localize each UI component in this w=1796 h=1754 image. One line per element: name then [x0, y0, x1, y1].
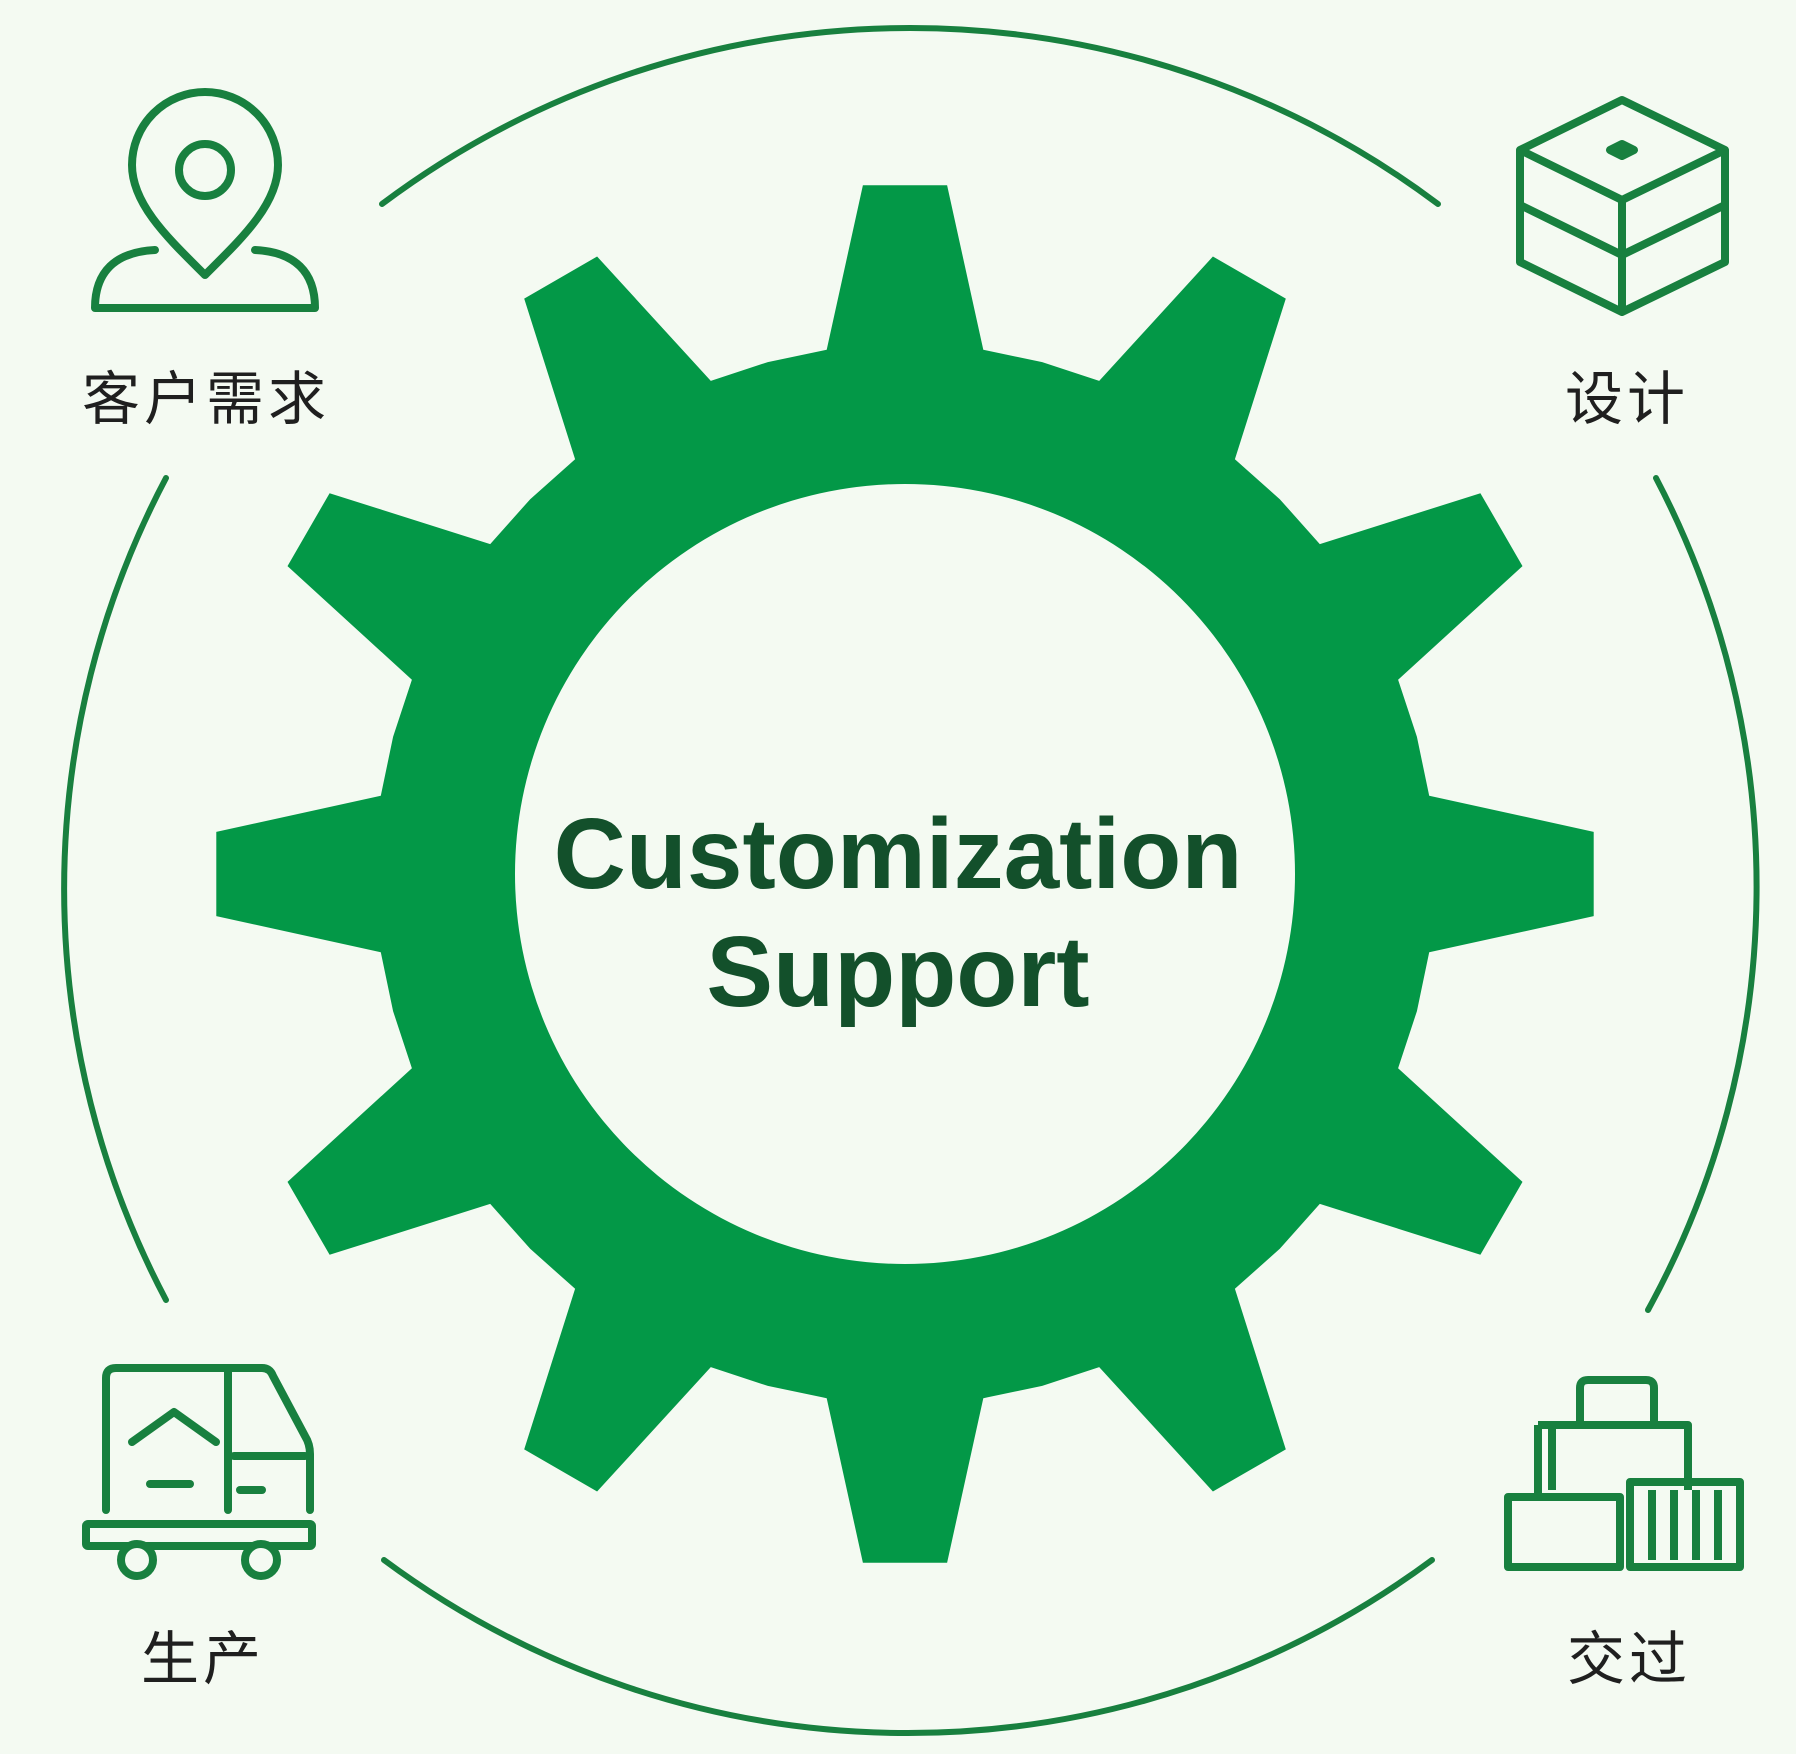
ring-arc-bottom: [381, 1557, 1435, 1737]
step-label-delivery: 交过: [1566, 1625, 1692, 1693]
step-label-customer-needs: 客户需求: [81, 365, 331, 433]
step-label-production: 生产: [140, 1625, 266, 1693]
ring-arc-left: [61, 475, 169, 1303]
center-title-line1: Customization: [553, 798, 1243, 910]
location-pin-person-icon: [91, 88, 319, 312]
outer-ring: [61, 25, 1760, 1737]
center-title: Customization Support: [554, 795, 1243, 1031]
truck-icon: [82, 1364, 316, 1580]
box-icon: [1516, 96, 1729, 316]
packages-icon: [1504, 1376, 1744, 1571]
gear: [216, 185, 1594, 1563]
center-title-line2: Support: [706, 916, 1090, 1028]
step-label-design: 设计: [1564, 365, 1690, 433]
ring-arc-right: [1645, 475, 1760, 1313]
ring-arc-top: [379, 25, 1441, 207]
